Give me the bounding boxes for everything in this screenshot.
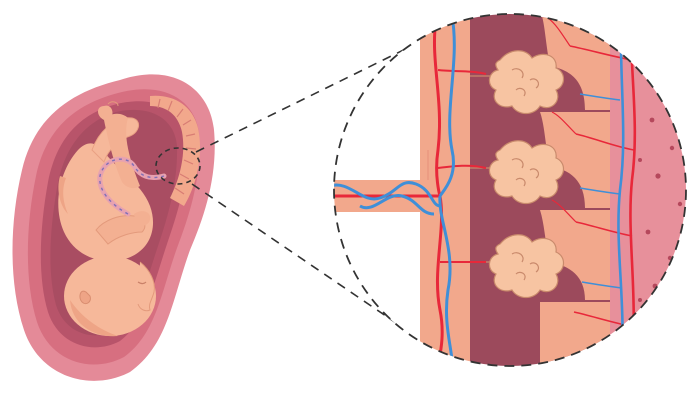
magnified-placenta	[330, 10, 688, 380]
